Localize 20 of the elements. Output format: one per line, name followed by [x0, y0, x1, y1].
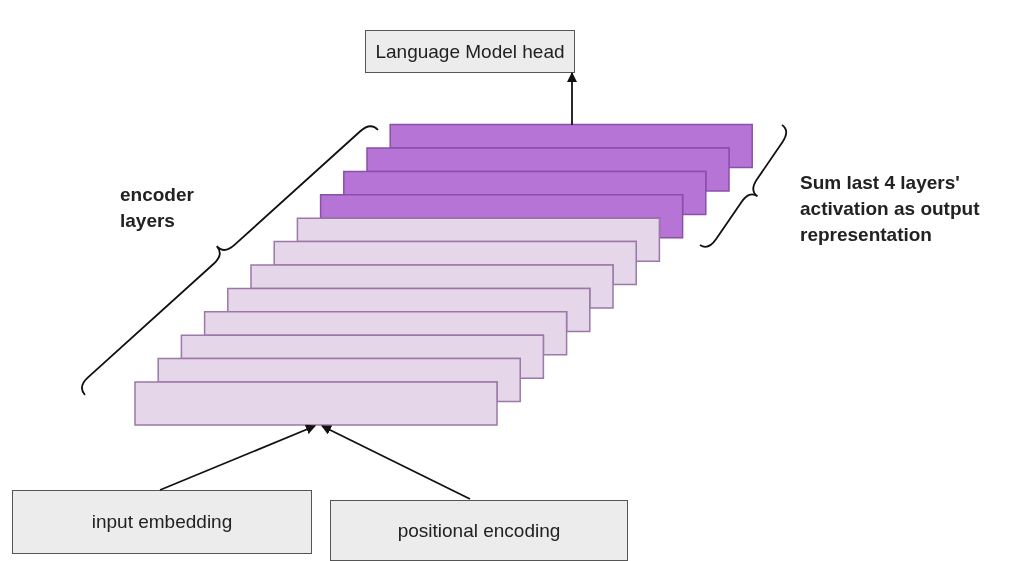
encoder-layers-label: encoder layers [120, 183, 195, 233]
label-box: positional encoding [330, 500, 628, 561]
layer-bar [180, 334, 545, 379]
layer-bar [389, 123, 753, 169]
layer-bar [366, 147, 730, 192]
arrow [321, 425, 471, 500]
label-box: input embedding [12, 490, 312, 554]
layer-bar [319, 194, 684, 239]
layer-bar [250, 264, 614, 309]
layer-bar [134, 381, 498, 426]
arrow [567, 72, 577, 126]
label-box: Language Model head [365, 30, 575, 73]
layer-bar [227, 287, 591, 333]
output-note: Sum last 4 layers' activation as output representation [800, 171, 981, 247]
arrow [159, 424, 316, 491]
layer-bar [296, 217, 661, 262]
layer-bar [203, 311, 568, 356]
layer-bar [157, 357, 521, 403]
layer-bar [343, 170, 707, 216]
layer-bar [273, 240, 637, 286]
